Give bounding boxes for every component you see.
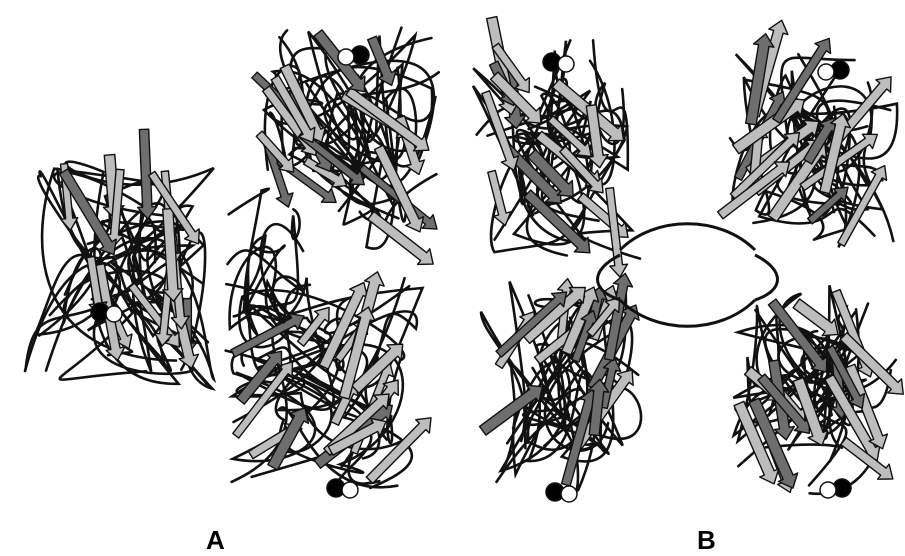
panel-b-structure [470, 0, 905, 520]
metal-ion-white [820, 482, 836, 498]
panel-a-label: A [206, 526, 225, 554]
coil-loop [620, 300, 755, 326]
metal-ion-white [106, 306, 122, 322]
coil-loop [620, 224, 755, 250]
metal-ion-white [558, 56, 574, 72]
metal-ion-white [561, 486, 577, 502]
panel-a-structure [0, 0, 460, 520]
panel-b-label: B [697, 526, 716, 554]
metal-ion-white [818, 64, 834, 80]
metal-ion-white [338, 49, 354, 65]
metal-ion-white [342, 482, 358, 498]
coil-loop [755, 255, 778, 300]
